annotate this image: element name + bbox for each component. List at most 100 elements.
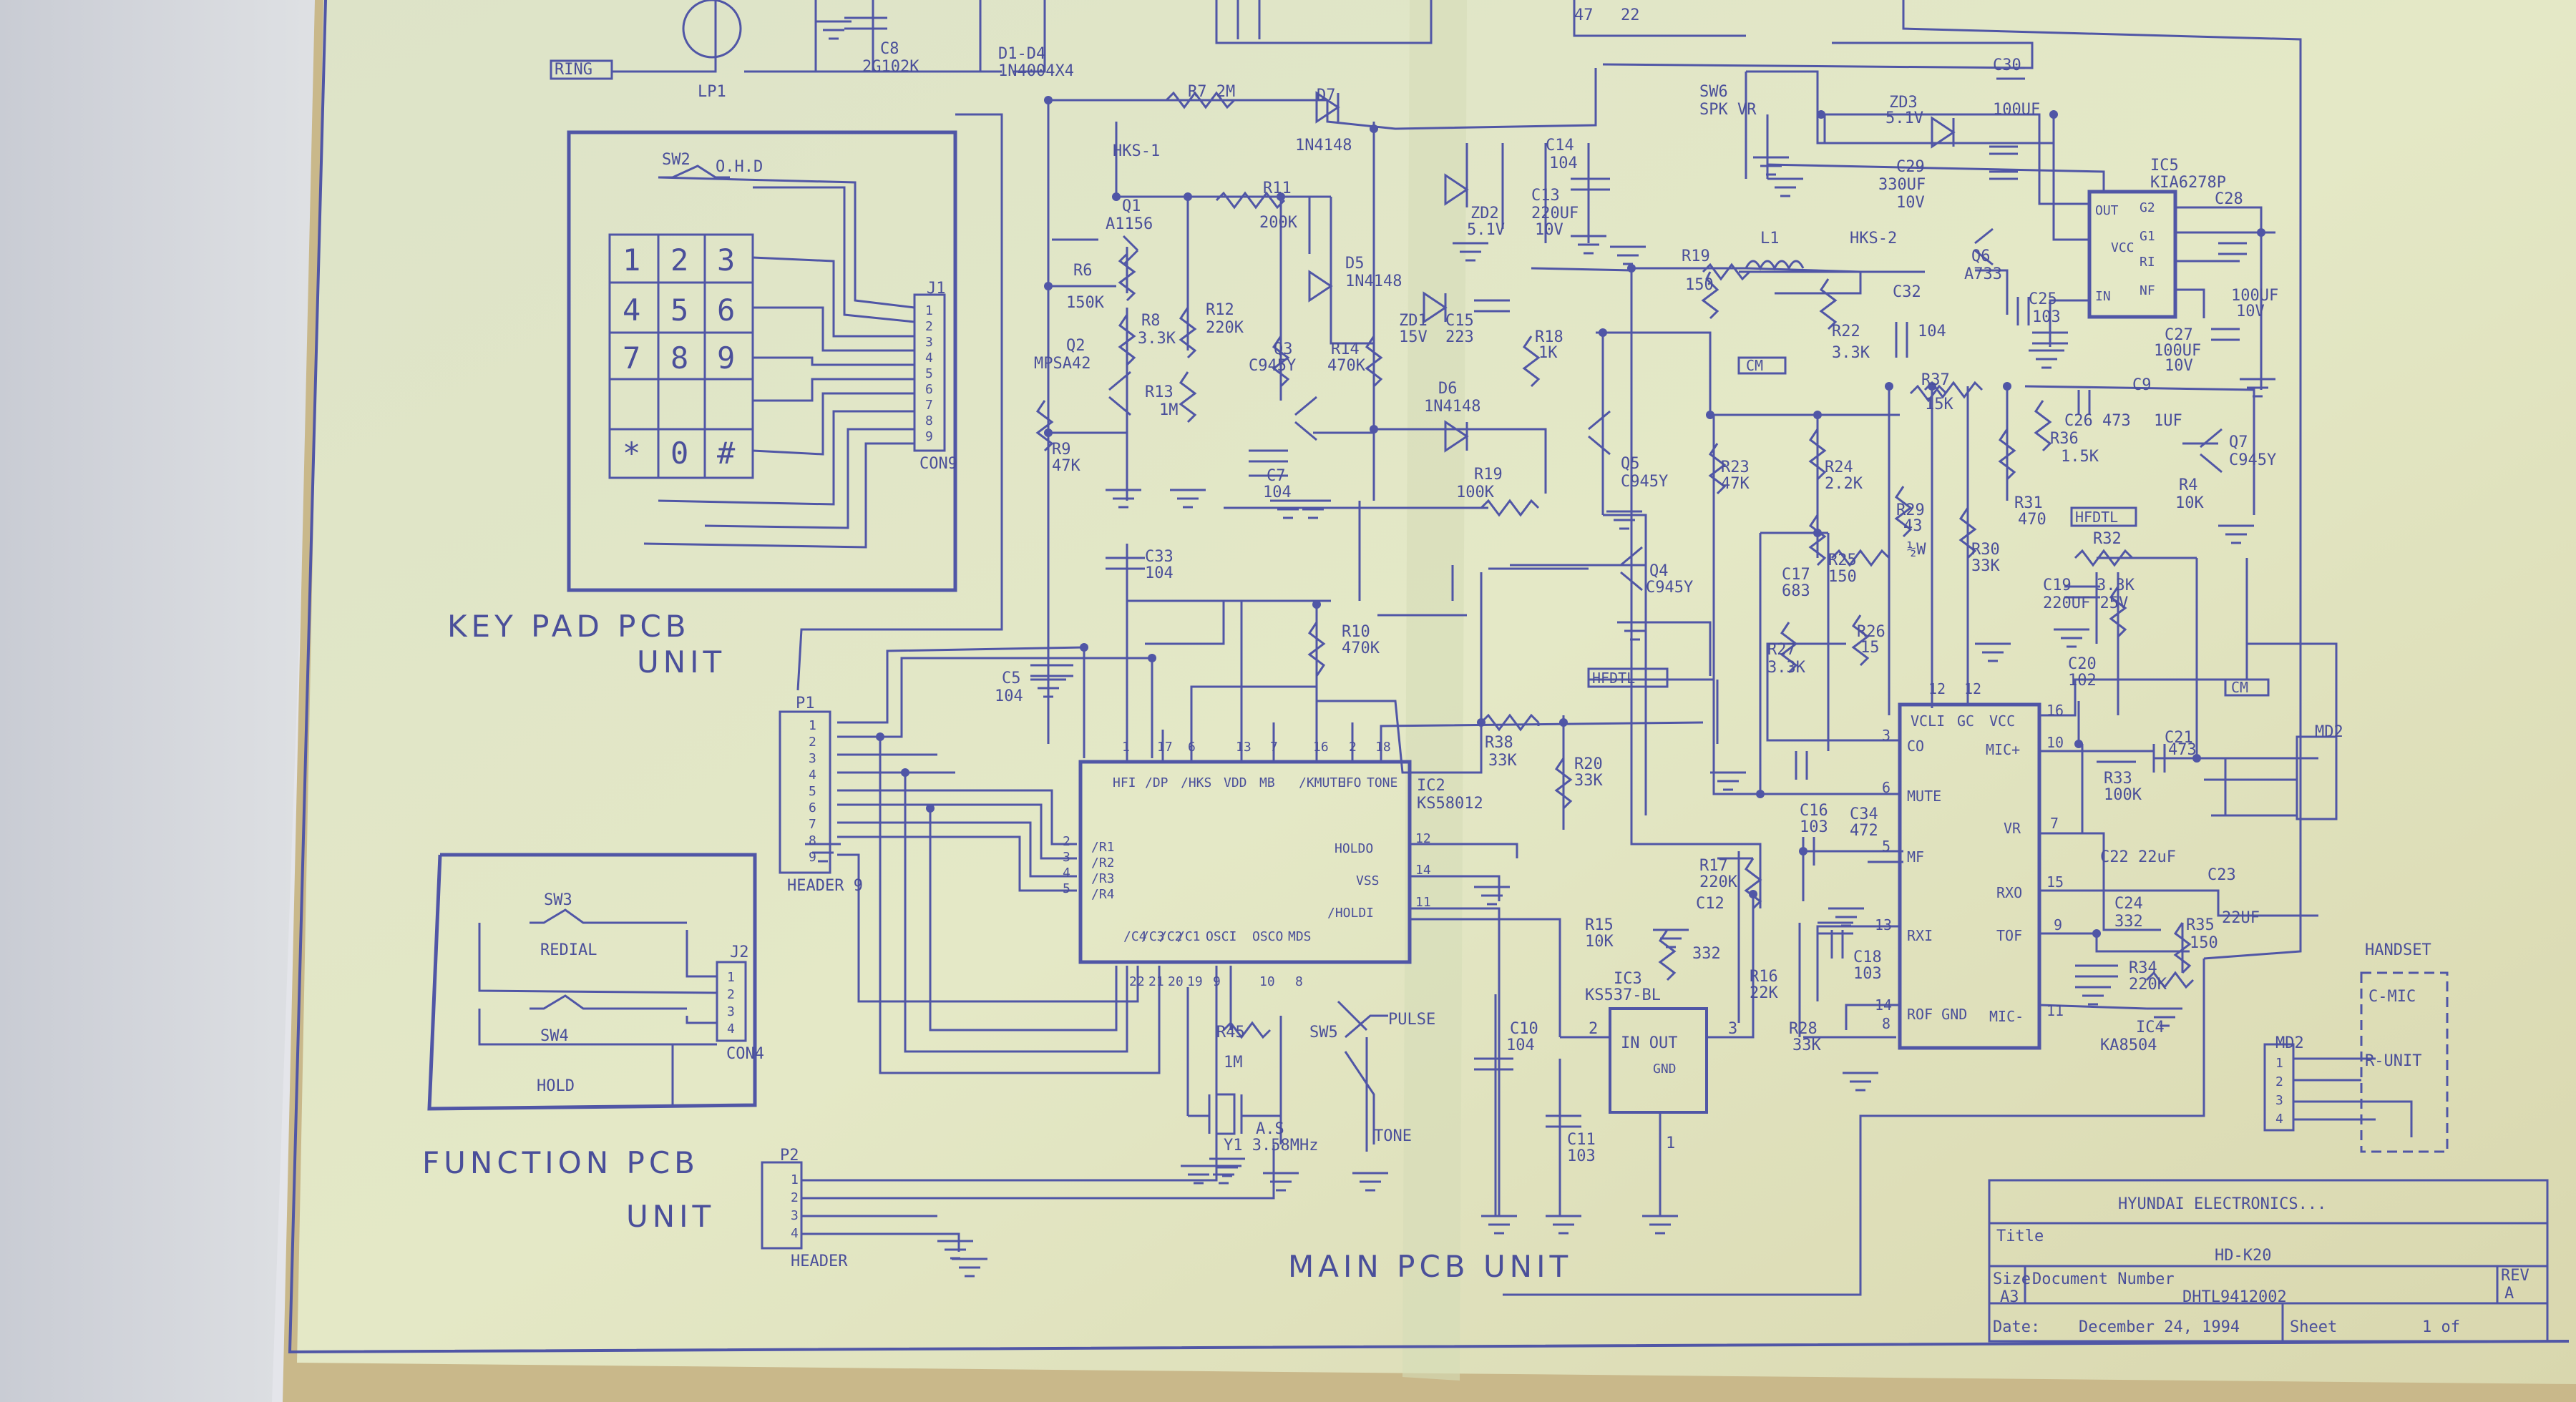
svg-text:16: 16 bbox=[2046, 702, 2064, 719]
svg-text:2: 2 bbox=[1349, 740, 1357, 755]
keypad-title-2: UNIT bbox=[637, 644, 726, 680]
c29-val: 330UF bbox=[1878, 176, 1926, 194]
c27-val: 100UF bbox=[2154, 342, 2201, 360]
svg-text:G1: G1 bbox=[2140, 229, 2155, 244]
c21: C21 bbox=[2165, 729, 2193, 747]
svg-text:MB: MB bbox=[1259, 775, 1275, 790]
sw6: SW6 bbox=[1699, 83, 1728, 101]
left-page bbox=[0, 0, 322, 1402]
ic5-pins: OUT VCC IN G2 G1 RI NF bbox=[2095, 200, 2155, 304]
p2-label: P2 bbox=[780, 1147, 799, 1165]
keypad-keys: 1 2 3 4 5 6 7 8 9 * 0 # bbox=[623, 242, 736, 471]
svg-text:3: 3 bbox=[809, 751, 816, 766]
r18-val: 1K bbox=[1538, 344, 1558, 362]
svg-text:TOF: TOF bbox=[1996, 927, 2022, 944]
d1d4-label: D1-D4 bbox=[998, 45, 1045, 63]
md2-right: MD2 bbox=[2315, 723, 2343, 741]
ic4: IC4 bbox=[2136, 1019, 2165, 1036]
svg-text:12: 12 bbox=[1415, 831, 1431, 846]
svg-text:/HKS: /HKS bbox=[1181, 775, 1211, 790]
function-title-2: UNIT bbox=[626, 1199, 715, 1234]
redial-label: REDIAL bbox=[540, 941, 597, 959]
c11-val: 103 bbox=[1567, 1147, 1596, 1165]
c24-val: 332 bbox=[2114, 913, 2143, 931]
q4: Q4 bbox=[1649, 562, 1669, 580]
date-label: Date: bbox=[1993, 1318, 2040, 1336]
svg-text:2: 2 bbox=[925, 319, 933, 334]
r45-val: 1M bbox=[1224, 1054, 1243, 1072]
svg-text:10: 10 bbox=[2046, 734, 2064, 751]
svg-text:12: 12 bbox=[1928, 680, 1946, 697]
svg-text:/C3: /C3 bbox=[1141, 929, 1165, 944]
svg-text:4: 4 bbox=[2275, 1112, 2283, 1127]
title-label: Title bbox=[1996, 1227, 2044, 1245]
r9-val: 47K bbox=[1052, 457, 1080, 475]
svg-text:7: 7 bbox=[925, 398, 933, 413]
r4: R4 bbox=[2179, 476, 2198, 494]
svg-text:1: 1 bbox=[809, 718, 816, 733]
c12: C12 bbox=[1696, 895, 1724, 913]
l1: L1 bbox=[1760, 230, 1780, 247]
c17-val: 683 bbox=[1782, 582, 1810, 600]
q2: Q2 bbox=[1066, 337, 1085, 355]
r37-val: 15K bbox=[1925, 396, 1953, 413]
r14: R14 bbox=[1331, 340, 1360, 358]
wiring bbox=[288, 0, 2570, 1354]
ic3: IC3 bbox=[1614, 970, 1642, 988]
c8-label: C8 bbox=[880, 40, 899, 58]
svg-text:G2: G2 bbox=[2140, 200, 2155, 215]
r12: R12 bbox=[1206, 301, 1234, 319]
svg-text:15: 15 bbox=[2046, 873, 2064, 891]
c18-val: 103 bbox=[1853, 965, 1882, 983]
q5-val: C945Y bbox=[1621, 473, 1668, 491]
sw4-label: SW4 bbox=[540, 1027, 569, 1045]
d7: D7 bbox=[1317, 87, 1336, 104]
svg-text:13: 13 bbox=[1236, 740, 1252, 755]
r24-val: 2.2K bbox=[1825, 475, 1863, 493]
r30: R30 bbox=[1971, 541, 2000, 559]
component-labels: RING LP1 C8 2G102K D1-D4 1N4004X4 47 22 … bbox=[422, 6, 2529, 1336]
svg-text:HFO: HFO bbox=[1338, 775, 1362, 790]
j1-label: J1 bbox=[927, 280, 946, 298]
svg-text:/C1: /C1 bbox=[1177, 929, 1201, 944]
pulse: PULSE bbox=[1388, 1011, 1435, 1029]
r30-val: 33K bbox=[1971, 557, 2000, 575]
svg-text:9: 9 bbox=[2054, 916, 2062, 933]
r29: R29 bbox=[1896, 501, 1925, 519]
r19a-val: 100K bbox=[1456, 484, 1495, 501]
q5: Q5 bbox=[1621, 455, 1640, 473]
svg-text:2: 2 bbox=[727, 987, 735, 1002]
c5-val: 104 bbox=[995, 687, 1023, 705]
svg-text:IN: IN bbox=[2095, 289, 2111, 304]
svg-text:3: 3 bbox=[1063, 850, 1070, 865]
key-8: 8 bbox=[670, 340, 688, 376]
key-1: 1 bbox=[623, 242, 640, 278]
p1-pins: 1 2 3 4 5 6 7 8 9 bbox=[809, 718, 816, 865]
c27: C27 bbox=[2165, 326, 2193, 344]
svg-text:1: 1 bbox=[1122, 740, 1130, 755]
svg-text:16: 16 bbox=[1313, 740, 1329, 755]
key-2: 2 bbox=[670, 242, 688, 278]
key-0: 0 bbox=[670, 436, 688, 471]
sw6-val: SPK VR bbox=[1699, 101, 1757, 119]
cm2: CM bbox=[2231, 679, 2248, 696]
svg-text:6: 6 bbox=[925, 382, 933, 397]
c7-val: 104 bbox=[1263, 484, 1292, 501]
c13-v: 10V bbox=[1535, 221, 1563, 239]
key-7: 7 bbox=[623, 340, 640, 376]
r17: R17 bbox=[1699, 857, 1728, 875]
q7-val: C945Y bbox=[2229, 451, 2276, 469]
svg-text:14: 14 bbox=[1875, 996, 1892, 1014]
svg-text:VDD: VDD bbox=[1224, 775, 1247, 790]
key-hash: # bbox=[717, 436, 736, 471]
r35: R35 bbox=[2186, 916, 2215, 934]
hold-label: HOLD bbox=[537, 1077, 575, 1095]
svg-text:RXI: RXI bbox=[1907, 927, 1933, 944]
hfdtl2: HFDTL bbox=[1592, 670, 1635, 687]
svg-text:/KMUTE: /KMUTE bbox=[1299, 775, 1345, 790]
r17-val: 220K bbox=[1699, 873, 1738, 891]
sw5: SW5 bbox=[1309, 1024, 1338, 1041]
svg-text:8: 8 bbox=[1882, 1015, 1890, 1032]
svg-text:MDS: MDS bbox=[1288, 929, 1312, 944]
svg-text:3: 3 bbox=[2275, 1093, 2283, 1108]
